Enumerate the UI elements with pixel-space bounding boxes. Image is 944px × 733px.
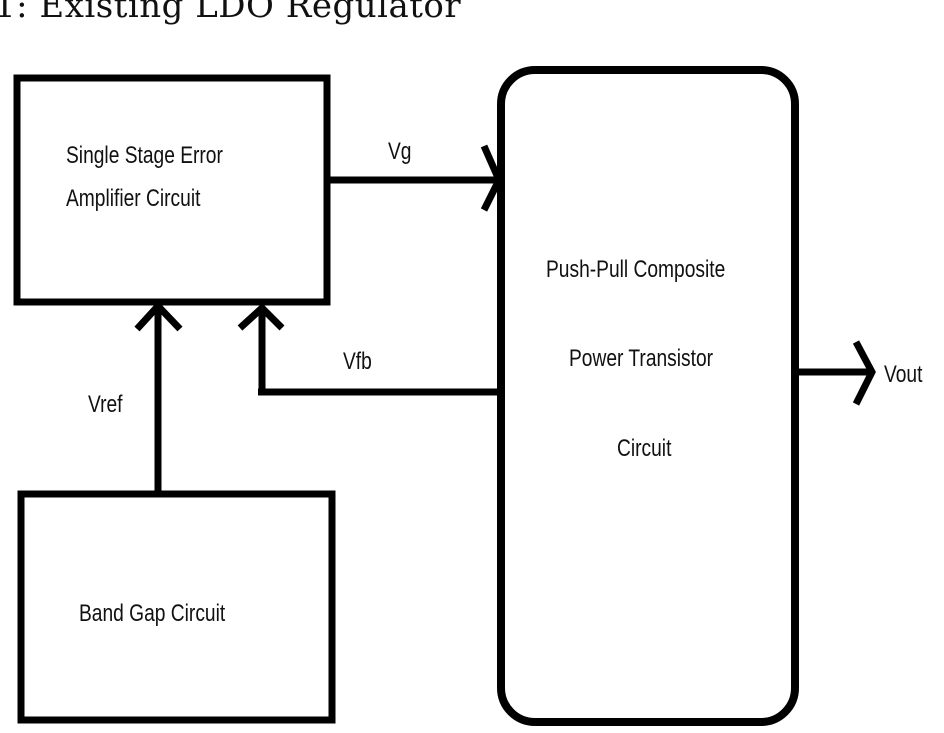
vg-signal-label: Vg — [388, 138, 412, 165]
error-amp-block — [13, 74, 331, 306]
vout-arrowhead — [852, 340, 876, 406]
vref-signal-label: Vref — [88, 391, 123, 418]
vref-arrowhead — [134, 300, 183, 332]
power-transistor-block — [497, 66, 799, 726]
power-transistor-label-line1: Push-Pull Composite — [546, 256, 726, 283]
band-gap-block — [17, 490, 336, 724]
diagram-title: 1: Existing LDO Regulator — [0, 0, 462, 26]
power-transistor-label-line3: Circuit — [617, 435, 672, 462]
vfb-arrowhead — [237, 303, 285, 331]
vg-arrowhead — [480, 144, 503, 212]
vfb-signal-label: Vfb — [343, 348, 372, 375]
error-amp-label-line1: Single Stage Error — [66, 142, 223, 169]
band-gap-label: Band Gap Circuit — [79, 600, 226, 627]
vout-signal-label: Vout — [884, 361, 923, 388]
error-amp-label-line2: Amplifier Circuit — [66, 185, 201, 212]
power-transistor-label-line2: Power Transistor — [569, 345, 714, 372]
